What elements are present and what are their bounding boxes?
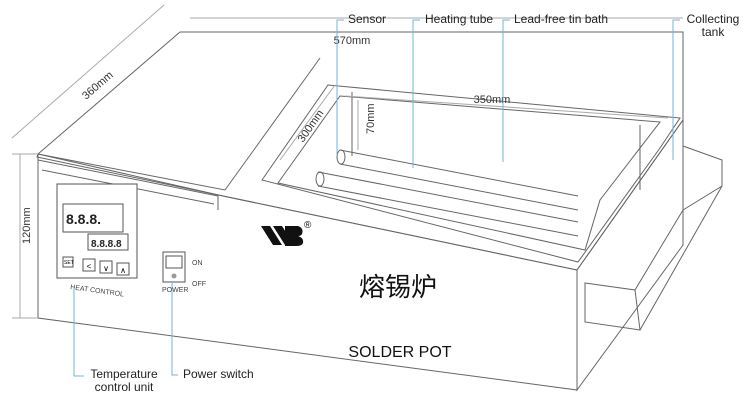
switch-power-label: POWER bbox=[162, 287, 188, 294]
collecting-tank-line2: tank bbox=[701, 25, 725, 39]
tin-bath-leader bbox=[502, 19, 510, 162]
temperature-control-line2: control unit bbox=[94, 380, 154, 394]
temperature-control-line1: Temperature bbox=[90, 367, 158, 381]
heat-control-label: HEAT CONTROL bbox=[70, 284, 125, 298]
collecting-tank-leader bbox=[672, 19, 680, 160]
temperature-control-label: Temperature control unit bbox=[84, 368, 164, 394]
collecting-tank-label: Collecting tank bbox=[683, 13, 743, 39]
dim-length: 570mm bbox=[334, 35, 371, 47]
right-face bbox=[576, 118, 684, 392]
collecting-tank bbox=[682, 145, 723, 211]
collecting-tank-line1: Collecting bbox=[686, 12, 740, 26]
switch-on-label: ON bbox=[192, 260, 203, 267]
switch-off-label: OFF bbox=[192, 281, 206, 288]
up-key[interactable] bbox=[116, 262, 130, 276]
set-key[interactable] bbox=[62, 256, 74, 268]
heating-tube-label: Heating tube bbox=[425, 12, 494, 26]
brand-logo bbox=[261, 226, 304, 246]
sensor-leader bbox=[336, 19, 344, 154]
power-switch[interactable] bbox=[162, 251, 186, 283]
down-key[interactable] bbox=[99, 260, 113, 274]
bath-opening bbox=[261, 84, 681, 263]
dim-bath-length: 350mm bbox=[474, 94, 511, 106]
key-up-label: ∧ bbox=[120, 266, 126, 275]
key-down-label: ∨ bbox=[103, 264, 109, 273]
lid-edge bbox=[37, 57, 321, 191]
tin-bath-label: Lead-free tin bath bbox=[514, 12, 609, 26]
registered-mark: ® bbox=[304, 220, 312, 231]
sensor-label: Sensor bbox=[348, 12, 387, 26]
power-switch-label: Power switch bbox=[183, 367, 254, 381]
heating-tube-leader bbox=[412, 19, 420, 168]
key-left-label: < bbox=[87, 262, 92, 271]
upper-display: 8.8.8. bbox=[66, 211, 101, 227]
temperature-controller: 8.8.8. 8.8.8.8 < ∨ ∧ SET HEAT CONTROL bbox=[56, 183, 138, 299]
power-switch-leader bbox=[171, 283, 178, 376]
set-key-label: SET bbox=[64, 260, 74, 266]
dim-height: 120mm bbox=[21, 207, 33, 244]
lower-display: 8.8.8.8 bbox=[91, 239, 122, 250]
chinese-product-name: 熔锡炉 bbox=[359, 272, 437, 302]
dim-bath-depth: 70mm bbox=[365, 103, 377, 134]
left-key[interactable] bbox=[82, 258, 96, 272]
dim-bath-width: 300mm bbox=[296, 108, 327, 145]
english-product-name: SOLDER POT bbox=[348, 344, 451, 361]
lid-lip bbox=[37, 159, 219, 210]
temp-control-leader bbox=[73, 288, 84, 377]
bath-inner bbox=[277, 95, 661, 251]
